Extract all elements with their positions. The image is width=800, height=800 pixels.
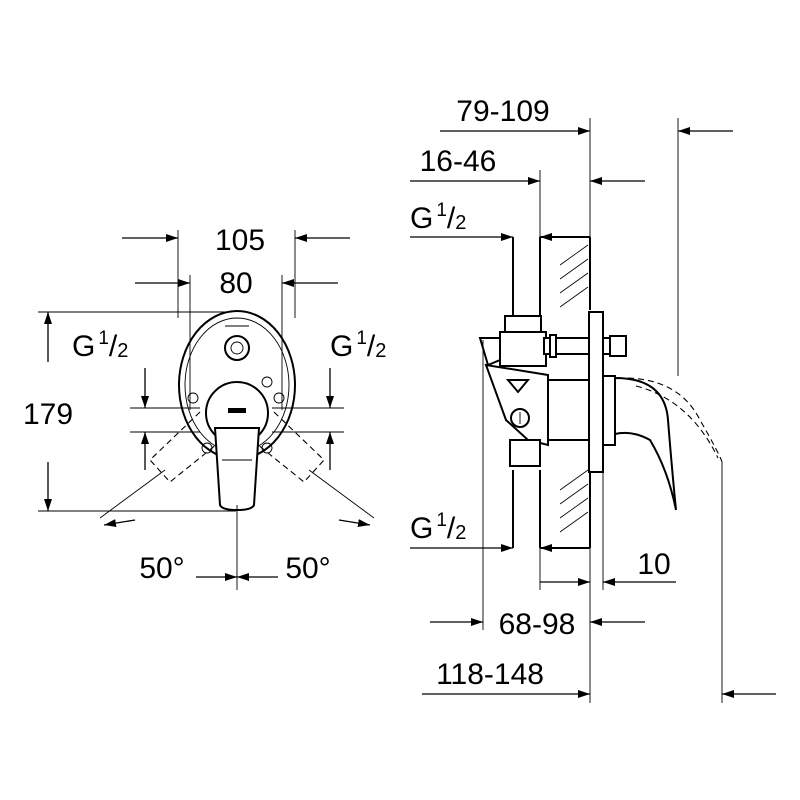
thread-numerator: 1	[98, 328, 109, 349]
thread-numerator: 1	[436, 200, 447, 221]
dimension-label-width-inner: 80	[219, 267, 252, 300]
dimension-depth-second: 16-46	[410, 145, 645, 237]
wall-hatch-line	[559, 272, 589, 294]
mixer-handle	[205, 381, 269, 512]
dimension-depth-top: 79-109	[440, 95, 733, 376]
thread-numerator: 1	[356, 328, 367, 349]
wall-hatch-line	[559, 244, 589, 266]
angle-label-left: 50°	[139, 552, 184, 585]
svg-text:G1/2: G1/2	[72, 328, 128, 363]
wall-hatch-line	[559, 469, 589, 491]
wall-hatch-line	[559, 511, 589, 533]
thread-numerator: 1	[436, 510, 447, 531]
angle-label-right: 50°	[285, 552, 330, 585]
dimension-depth-mid: 68-98	[430, 340, 645, 703]
thread-denominator: 2	[455, 522, 466, 544]
thread-denominator: 2	[375, 340, 386, 362]
dimension-height: 179	[23, 311, 236, 512]
dimension-label-width-outer: 105	[215, 224, 265, 257]
angle-dimension-right: 50°	[237, 469, 375, 585]
dimension-label-offset-small: 10	[637, 548, 670, 581]
wall-hatch-line	[559, 286, 589, 308]
thread-letter: G	[410, 202, 433, 235]
dimension-label-height: 179	[23, 398, 73, 431]
thread-letter: G	[330, 330, 353, 363]
pipes	[512, 237, 541, 548]
dimension-label-depth-top: 79-109	[456, 95, 549, 128]
angle-dimension-left: 50°	[99, 469, 237, 585]
dimension-offset-small: 10	[539, 472, 676, 590]
dimension-depth-bottom: 118-148	[422, 462, 776, 703]
handle-rotation-left	[149, 411, 223, 483]
thread-letter: G	[72, 330, 95, 363]
svg-text:G1/2: G1/2	[410, 510, 466, 545]
dimension-label-depth-second: 16-46	[420, 145, 497, 178]
dimension-label-depth-bottom: 118-148	[436, 658, 544, 691]
dimension-width-outer: 105	[122, 224, 350, 318]
svg-text:G1/2: G1/2	[410, 200, 466, 235]
wall-hatch-line	[559, 258, 589, 280]
thread-denominator: 2	[455, 212, 466, 234]
wall-hatch-line	[559, 497, 589, 519]
svg-text:G1/2: G1/2	[330, 328, 386, 363]
thread-letter: G	[410, 512, 433, 545]
handle-rotation-right	[251, 411, 325, 483]
mixer-lever-side	[614, 376, 723, 511]
valve-body	[478, 311, 627, 473]
wall-hatch-line	[559, 483, 589, 505]
dimension-label-depth-mid: 68-98	[499, 608, 576, 641]
dimension-width-inner: 80	[135, 267, 338, 410]
thread-denominator: 2	[117, 340, 128, 362]
